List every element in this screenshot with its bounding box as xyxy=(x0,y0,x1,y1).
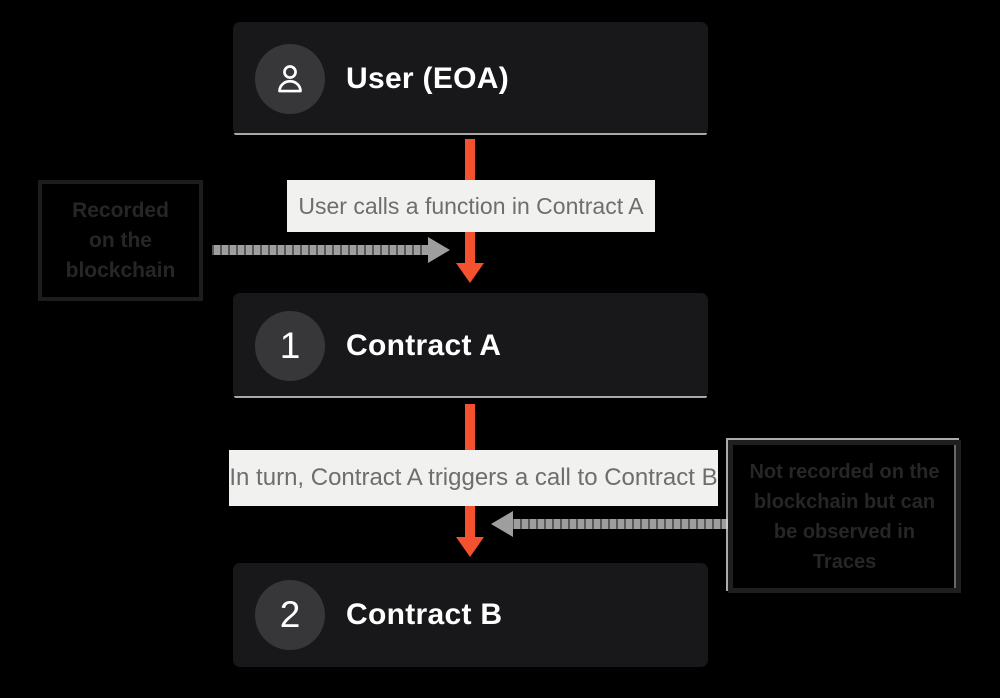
arrow-down-head-1 xyxy=(456,263,484,283)
annotation-line: Recorded xyxy=(72,198,169,222)
user-avatar-circle xyxy=(255,43,325,114)
node-contract-b: 2 Contract B xyxy=(233,563,708,667)
annotation-not-recorded-traces: Not recorded on the blockchain but can b… xyxy=(728,440,961,593)
step-1-badge: 1 xyxy=(255,310,325,381)
node-title-contract-a: Contract A xyxy=(346,328,502,362)
arrow-user-to-label-segment xyxy=(465,139,475,181)
annotation-line: Traces xyxy=(812,550,877,573)
node-bottom-edge xyxy=(234,396,707,398)
arrow-down-head-2 xyxy=(456,537,484,557)
node-user-eoa: User (EOA) xyxy=(233,22,708,135)
annotation-line: on the xyxy=(89,228,152,252)
annotation-line: blockchain xyxy=(65,258,176,282)
step-2-badge: 2 xyxy=(255,580,325,650)
arrow-label-to-contract-a-segment xyxy=(465,231,475,265)
node-contract-a: 1 Contract A xyxy=(233,293,708,398)
gray-dashed-arrow-shaft-left xyxy=(212,245,430,255)
user-icon xyxy=(271,60,309,98)
annotation-line: be observed in xyxy=(773,520,916,543)
annotation-line: blockchain but can xyxy=(753,490,936,513)
annotation-line: Not recorded on the xyxy=(749,460,940,483)
flow-label-contract-a-call: In turn, Contract A triggers a call to C… xyxy=(229,450,718,506)
flow-label-user-call: User calls a function in Contract A xyxy=(287,180,655,232)
flow-label-text: User calls a function in Contract A xyxy=(298,192,644,219)
node-title-user: User (EOA) xyxy=(346,61,510,95)
gray-arrow-left-head xyxy=(491,511,513,537)
gray-dashed-arrow-shaft-right xyxy=(513,519,730,529)
node-bottom-edge xyxy=(234,133,707,135)
gray-arrow-right-head xyxy=(428,237,450,263)
node-title-contract-b: Contract B xyxy=(346,598,503,631)
annotation-recorded-on-blockchain: Recorded on the blockchain xyxy=(38,180,203,301)
arrow-label-to-contract-b-segment xyxy=(465,505,475,538)
flow-label-text: In turn, Contract A triggers a call to C… xyxy=(229,464,718,491)
arrow-contract-a-to-label-segment xyxy=(465,404,475,451)
